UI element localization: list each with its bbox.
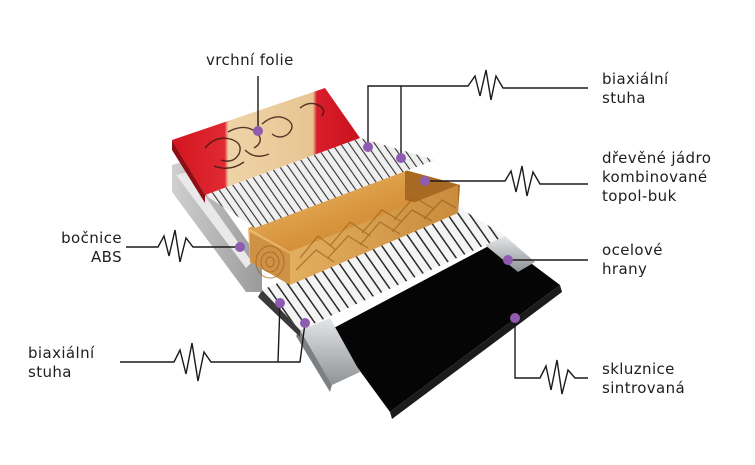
markers	[235, 126, 520, 328]
marker-sidewall	[235, 242, 245, 252]
base-layer	[330, 240, 560, 412]
label-top-sheet: vrchní folie	[206, 51, 294, 69]
core-end-grain	[250, 232, 290, 285]
label-biax-top: biaxiální stuha	[602, 70, 669, 107]
core-grain	[295, 196, 457, 271]
leader-biax-bottom-2	[277, 302, 281, 363]
top-sheet-upper	[172, 88, 360, 195]
label-core: dřevěné jádro kombinované topol-buk	[602, 149, 712, 205]
marker-biax-bottom-2	[300, 318, 310, 328]
leader-biax-top	[367, 69, 588, 146]
marker-biax-top-2	[396, 153, 406, 163]
marker-core	[420, 176, 430, 186]
leader-base	[514, 318, 588, 395]
core-end-rings	[255, 245, 285, 279]
top-biax-layer	[205, 138, 435, 228]
bottom-biax-layer	[262, 205, 505, 330]
ski-layers	[172, 88, 562, 419]
top-sheet-front	[172, 140, 205, 203]
leader-sidewall	[126, 229, 240, 263]
leader-lines	[120, 69, 588, 395]
leader-biax-bottom	[120, 322, 306, 382]
leader-core	[425, 165, 588, 197]
sidewall-highlight	[176, 172, 252, 268]
marker-steel	[503, 255, 513, 265]
marker-biax-top-1	[363, 142, 373, 152]
steel-edge-right	[485, 236, 535, 272]
label-base: skluznice sintrovaná	[602, 360, 686, 397]
label-sidewall: bočnice ABS	[61, 229, 122, 266]
label-biax-bottom: biaxiální stuha	[28, 344, 95, 381]
marker-base	[510, 313, 520, 323]
core-front	[248, 185, 458, 285]
steel-edge-left-face	[296, 330, 332, 392]
label-steel-edges: ocelové hrany	[602, 241, 663, 278]
marker-top-sheet	[253, 126, 263, 136]
marker-biax-bottom-1	[275, 298, 285, 308]
steel-edge-left	[300, 318, 360, 385]
